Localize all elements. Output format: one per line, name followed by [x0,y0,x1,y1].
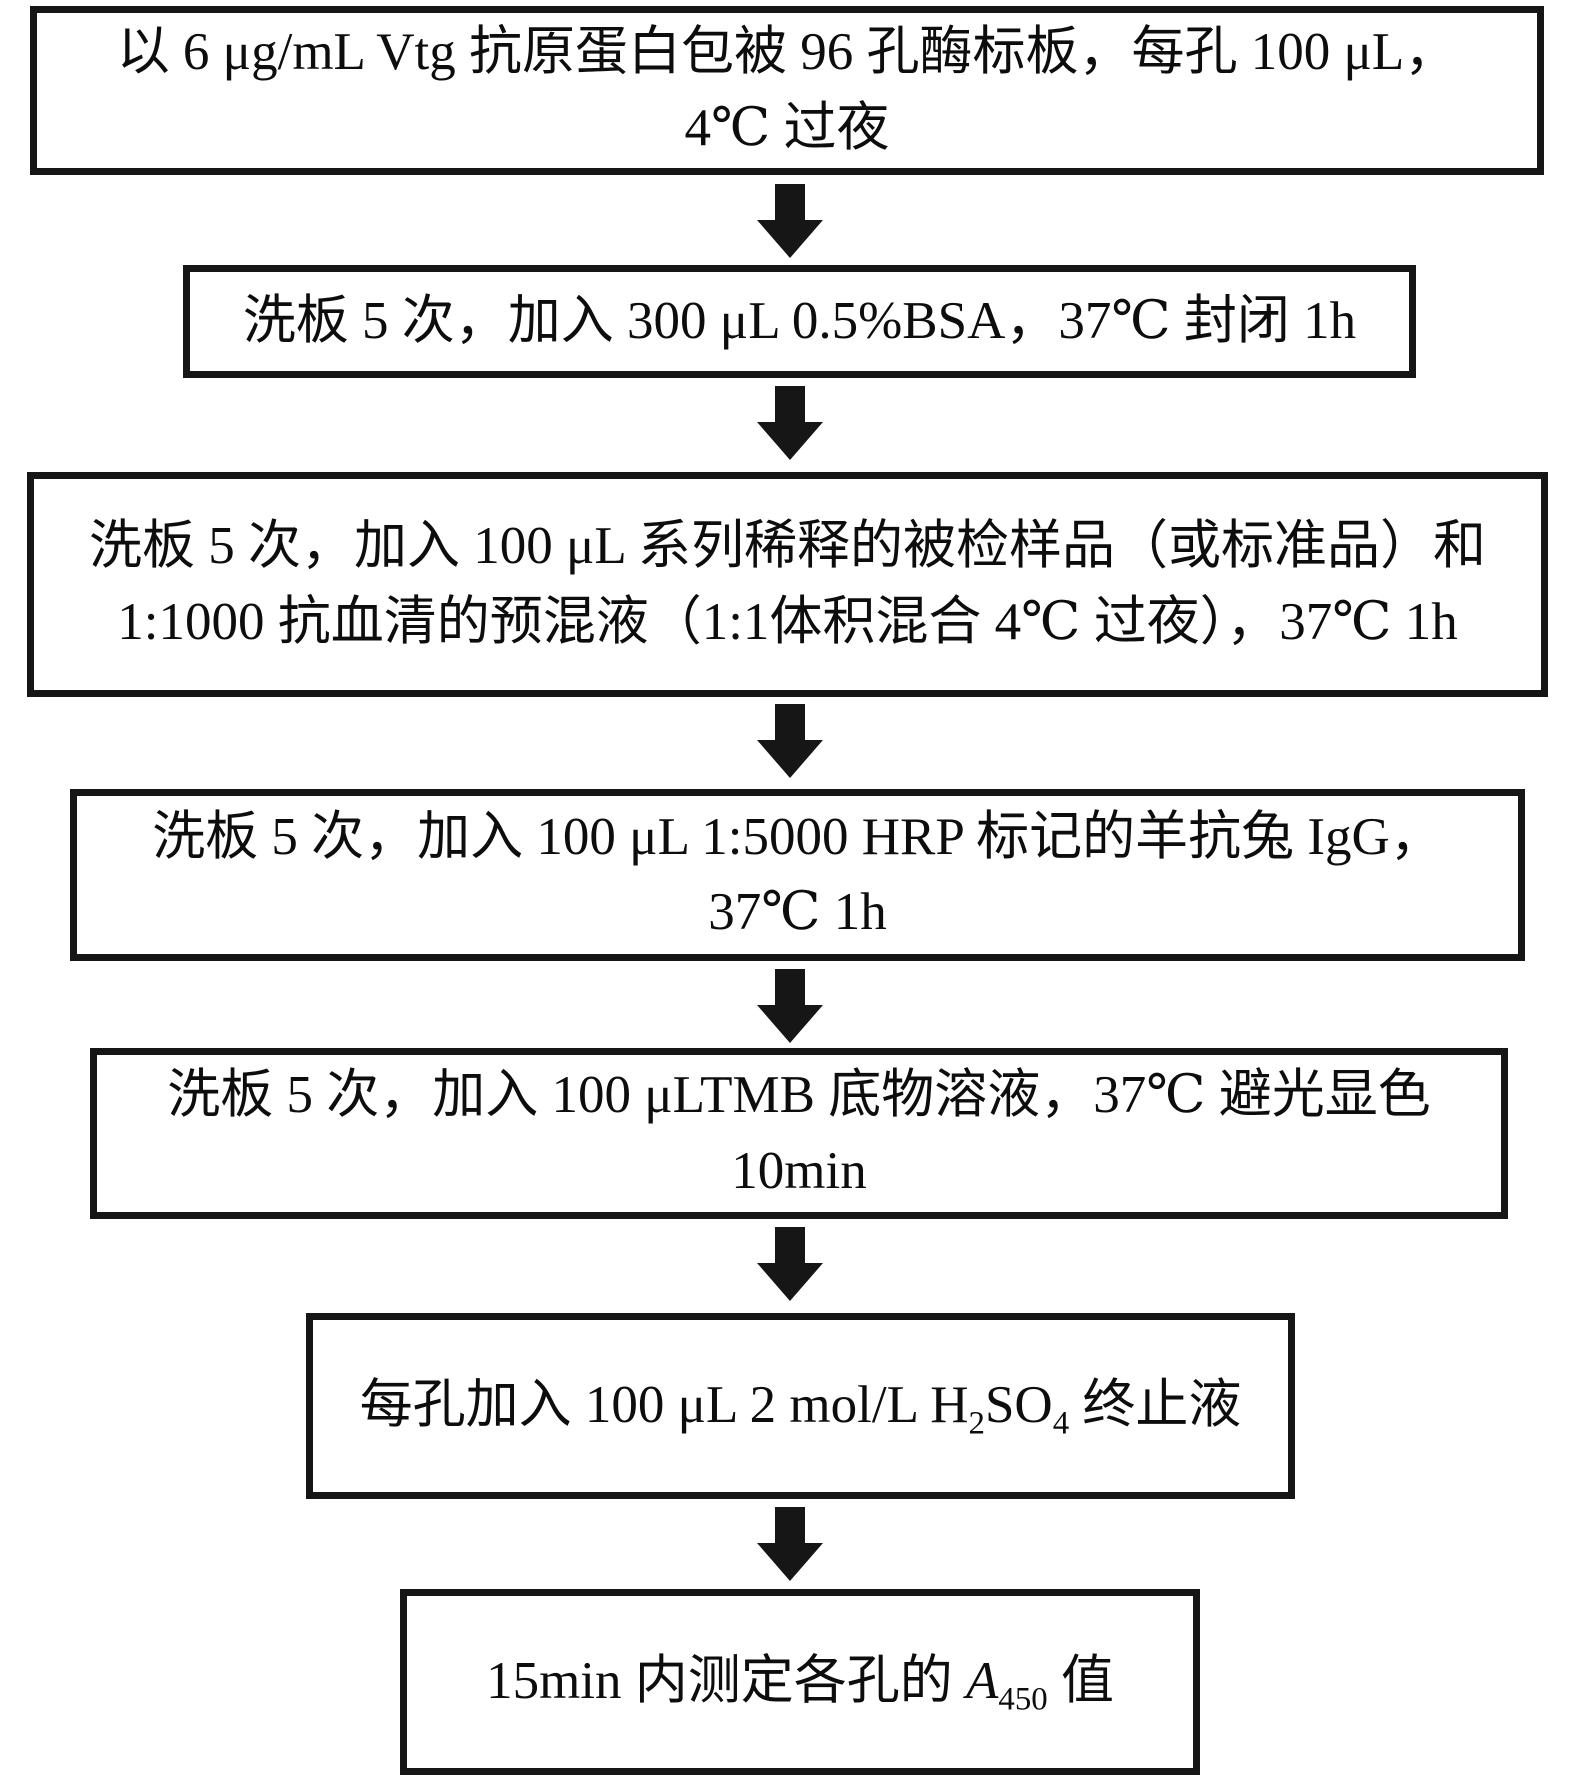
flow-step-3: 洗板 5 次，加入 100 μL 系列稀释的被检样品（或标准品）和 1:1000… [27,472,1548,697]
down-arrow-head [757,740,823,778]
flow-step-4-line-1: 洗板 5 次，加入 100 μL 1:5000 HRP 标记的羊抗兔 IgG， [152,807,1443,866]
down-arrow-icon [757,704,823,778]
flow-step-7-line-1: 15min 内测定各孔的 A450 值 [486,1644,1114,1719]
down-arrow-stem [775,184,805,220]
flow-step-1-line-2: 4℃ 过夜 [684,98,890,157]
flow-step-3-line-1: 洗板 5 次，加入 100 μL 系列稀释的被检样品（或标准品）和 [88,517,1487,576]
flow-step-7: 15min 内测定各孔的 A450 值 [400,1589,1200,1775]
flow-step-4-line-2: 37℃ 1h [708,883,887,941]
down-arrow-icon [757,1507,823,1581]
down-arrow-icon [757,386,823,460]
down-arrow-stem [775,386,805,422]
flow-step-5-line-1: 洗板 5 次，加入 100 μLTMB 底物溶液，37℃ 避光显色 [167,1066,1431,1125]
flow-step-1-line-1: 以 6 μg/mL Vtg 抗原蛋白包被 96 孔酶标板，每孔 100 μL， [116,23,1458,82]
flow-step-6-text: SO [984,1376,1053,1435]
flow-step-7-text: 值 [1047,1652,1114,1711]
down-arrow-stem [775,1227,805,1263]
flow-step-3-line-2: 1:1000 抗血清的预混液（1:1体积混合 4℃ 过夜），37℃ 1h [117,592,1458,651]
down-arrow-head [757,1263,823,1301]
down-arrow-icon [757,969,823,1043]
down-arrow-head [757,1005,823,1043]
flow-step-7-text: 15min 内测定各孔的 [486,1652,967,1711]
subscript: 450 [998,1681,1048,1718]
flow-step-2: 洗板 5 次，加入 300 μL 0.5%BSA，37℃ 封闭 1h [183,265,1416,378]
down-arrow-icon [757,1227,823,1301]
subscript: 4 [1052,1405,1070,1442]
flow-step-5: 洗板 5 次，加入 100 μLTMB 底物溶液，37℃ 避光显色 10min [90,1048,1508,1219]
flow-step-6-text: 每孔加入 100 μL 2 mol/L H [359,1376,969,1435]
down-arrow-stem [775,969,805,1005]
flow-step-6-text: 终止液 [1069,1376,1242,1435]
down-arrow-stem [775,1507,805,1543]
flow-step-1: 以 6 μg/mL Vtg 抗原蛋白包被 96 孔酶标板，每孔 100 μL， … [30,6,1544,175]
down-arrow-head [757,220,823,258]
down-arrow-head [757,422,823,460]
subscript: 2 [968,1405,985,1442]
down-arrow-stem [775,704,805,740]
absorbance-symbol: A [966,1652,999,1711]
flow-step-2-line-1: 洗板 5 次，加入 300 μL 0.5%BSA，37℃ 封闭 1h [242,291,1357,350]
flow-step-5-line-2: 10min [731,1141,867,1200]
flow-step-4: 洗板 5 次，加入 100 μL 1:5000 HRP 标记的羊抗兔 IgG， … [70,789,1525,961]
flow-step-6: 每孔加入 100 μL 2 mol/L H2SO4 终止液 [306,1313,1295,1499]
down-arrow-icon [757,184,823,258]
down-arrow-head [757,1543,823,1581]
flow-step-6-line-1: 每孔加入 100 μL 2 mol/L H2SO4 终止液 [360,1368,1242,1443]
